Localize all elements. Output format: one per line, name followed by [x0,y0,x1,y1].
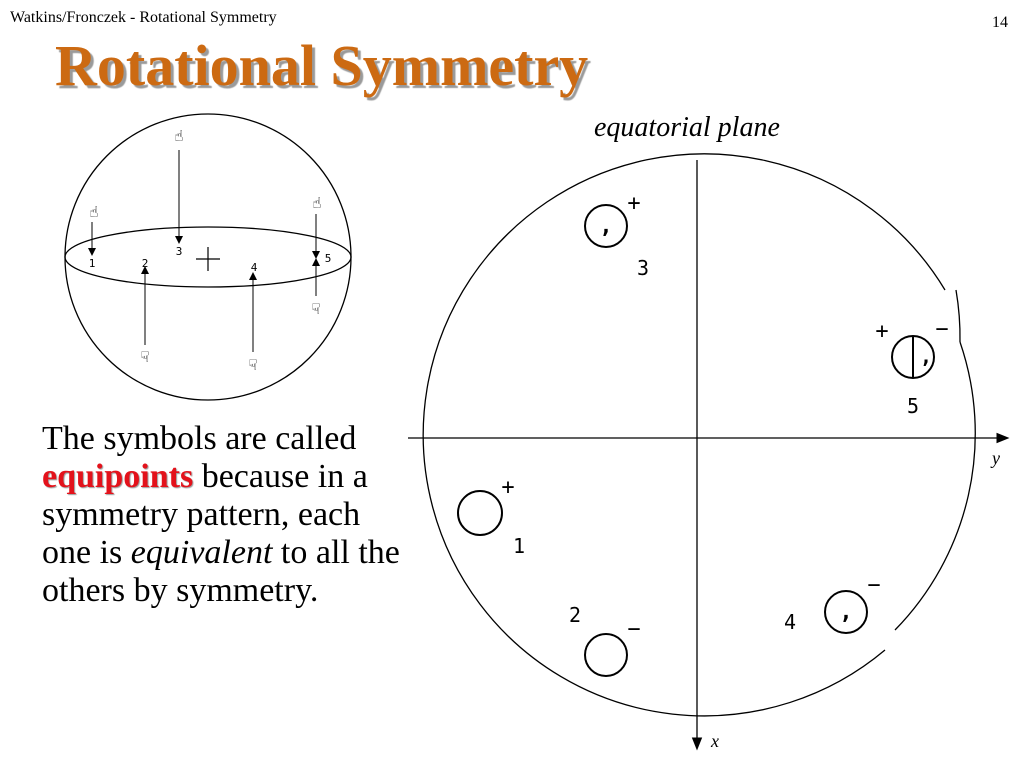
equipoint-1-label: 1 [513,534,525,558]
equipoint-2 [584,633,628,677]
sphere-label-1: 1 [89,257,96,270]
equipoint-2-label: 2 [569,603,581,627]
equipoint-4-sign: − [867,573,880,598]
equipoint-1 [457,490,503,536]
hand-icon: ☟ [248,356,257,374]
header-course-title: Watkins/Fronczek - Rotational Symmetry [10,9,277,26]
equipoint-3-sign: + [627,191,640,216]
primitive-circle [422,153,946,717]
equipoint-5-label: 5 [907,394,919,418]
primitive-circle-arc [955,289,961,343]
x-axis-label: x [711,731,719,751]
equatorial-plane-label: equatorial plane [594,112,780,143]
svg-text:,: , [920,344,932,368]
equipoint-5-sign-minus: − [935,317,948,342]
body-text-part2: because in a symmetry pattern, each one … [42,458,368,571]
hand-icon: ☝ [174,127,183,145]
sphere-label-3: 3 [176,245,183,258]
hand-icon: ☟ [311,300,320,318]
equipoint-3: , [584,204,628,248]
equipoint-4-label: 4 [784,610,796,634]
page-number: 14 [992,14,1008,31]
y-axis-label: y [992,448,1000,468]
equipoint-1-sign: + [501,475,514,500]
hand-icon: ☝ [312,194,321,212]
equipoint-3-label: 3 [637,256,649,280]
sphere-label-5: 5 [325,252,332,265]
equipoint-2-sign: − [627,617,640,642]
svg-text:,: , [599,214,612,239]
primitive-circle-arc [894,341,976,631]
sphere-outline [64,113,352,401]
equivalent-term: equivalent [130,534,273,571]
equipoint-5: , [891,335,935,379]
body-text-part3: to all the others by symmetry. [42,534,400,609]
hand-icon: ☝ [89,203,98,221]
sphere-label-2: 2 [142,257,149,270]
body-text-part1: The symbols are called [42,420,357,457]
equipoints-term: equipoints [42,458,194,495]
slide-title: Rotational Symmetry [55,33,589,98]
sphere-label-4: 4 [251,261,258,274]
sphere: ☝ ☝ ☝ ☟ ☟ ☟ [64,113,352,401]
equipoint-4: , [824,590,868,634]
equipoint-5-sign-plus: + [875,319,888,344]
svg-text:,: , [839,600,852,625]
body-paragraph: The symbols are called equipoints becaus… [42,420,412,610]
hand-icon: ☟ [140,348,149,366]
sphere-equator [64,226,352,288]
